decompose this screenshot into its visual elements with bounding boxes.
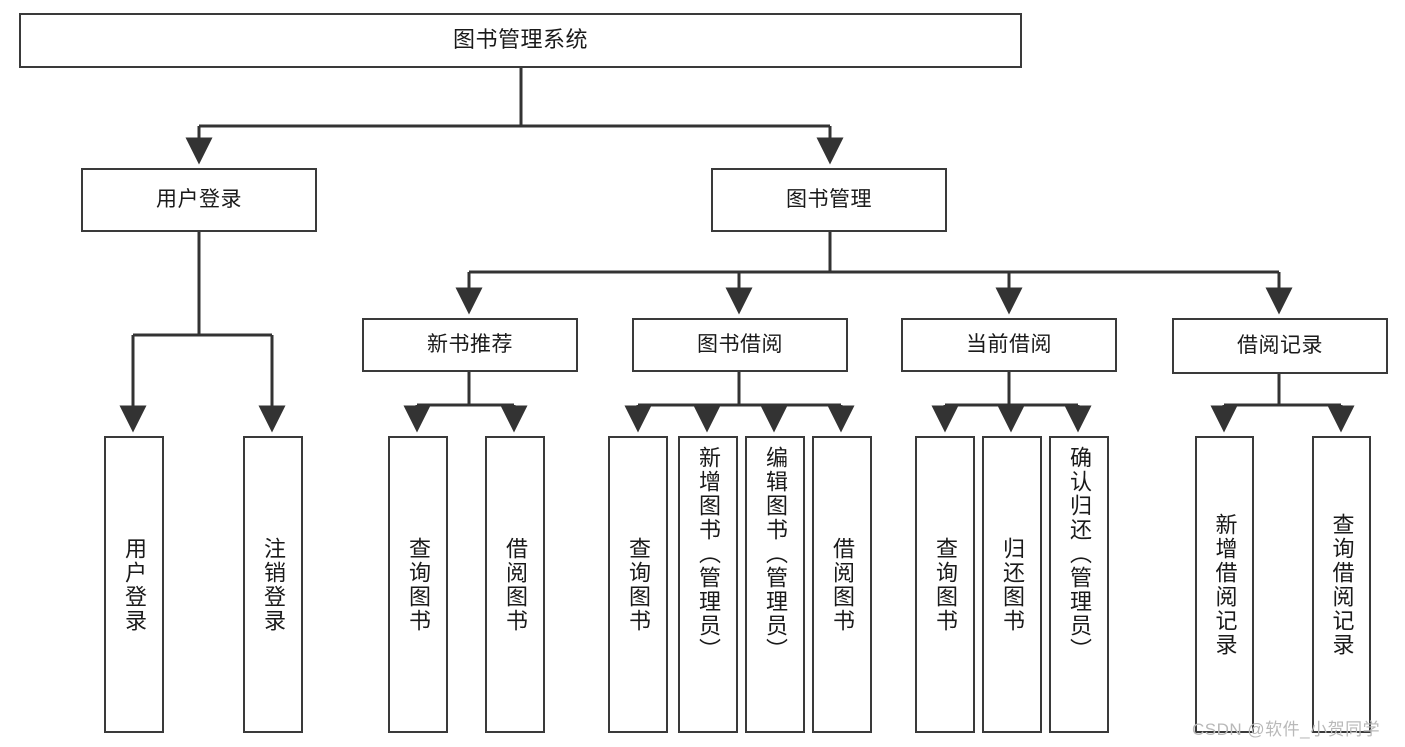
node-root-label: 图书管理系统 (452, 27, 588, 53)
node-user-login-label: 用户登录 (156, 188, 242, 212)
node-leaf-query-record[interactable]: 查询借阅记录 (1312, 436, 1371, 733)
node-leaf-borrow-book-2[interactable]: 借阅图书 (812, 436, 872, 733)
node-book-borrow-label: 图书借阅 (697, 333, 783, 357)
node-new-book-rec-label: 新书推荐 (427, 333, 513, 357)
node-borrow-record-label: 借阅记录 (1237, 334, 1323, 358)
node-leaf-return-book[interactable]: 归还图书 (982, 436, 1042, 733)
node-leaf-query-book-2[interactable]: 查询图书 (608, 436, 668, 733)
node-leaf-edit-book[interactable]: 编辑图书（管理员） (745, 436, 805, 733)
node-new-book-rec[interactable]: 新书推荐 (362, 318, 578, 372)
node-leaf-user-login-label: 用户登录 (122, 536, 147, 633)
node-current-borrow-label: 当前借阅 (966, 333, 1052, 357)
node-leaf-logout-label: 注销登录 (261, 536, 286, 633)
node-leaf-add-book[interactable]: 新增图书（管理员） (678, 436, 738, 733)
node-leaf-user-login[interactable]: 用户登录 (104, 436, 164, 733)
node-leaf-query-record-label: 查询借阅记录 (1329, 512, 1355, 657)
node-current-borrow[interactable]: 当前借阅 (901, 318, 1117, 372)
node-leaf-add-book-label: 新增图书（管理员） (696, 446, 721, 662)
node-leaf-query-book-1-label: 查询图书 (406, 536, 431, 633)
node-leaf-query-book-1[interactable]: 查询图书 (388, 436, 448, 733)
node-leaf-add-record-label: 新增借阅记录 (1212, 512, 1238, 657)
csdn-watermark: CSDN @软件_小贺同学 (1192, 720, 1381, 739)
node-root[interactable]: 图书管理系统 (19, 13, 1022, 68)
node-leaf-edit-book-label: 编辑图书（管理员） (763, 446, 788, 662)
node-book-borrow[interactable]: 图书借阅 (632, 318, 848, 372)
node-leaf-query-book-3[interactable]: 查询图书 (915, 436, 975, 733)
node-leaf-borrow-book-2-label: 借阅图书 (830, 536, 855, 633)
node-leaf-confirm-return[interactable]: 确认归还（管理员） (1049, 436, 1109, 733)
node-borrow-record[interactable]: 借阅记录 (1172, 318, 1388, 374)
node-leaf-add-record[interactable]: 新增借阅记录 (1195, 436, 1254, 733)
node-leaf-query-book-3-label: 查询图书 (933, 536, 958, 633)
node-user-login[interactable]: 用户登录 (81, 168, 317, 232)
node-leaf-confirm-return-label: 确认归还（管理员） (1067, 446, 1092, 662)
node-book-manage[interactable]: 图书管理 (711, 168, 947, 232)
node-leaf-borrow-book-1-label: 借阅图书 (503, 536, 528, 633)
node-book-manage-label: 图书管理 (786, 188, 872, 212)
node-leaf-borrow-book-1[interactable]: 借阅图书 (485, 436, 545, 733)
node-leaf-logout[interactable]: 注销登录 (243, 436, 303, 733)
node-leaf-return-book-label: 归还图书 (1000, 536, 1025, 633)
node-leaf-query-book-2-label: 查询图书 (626, 536, 651, 633)
